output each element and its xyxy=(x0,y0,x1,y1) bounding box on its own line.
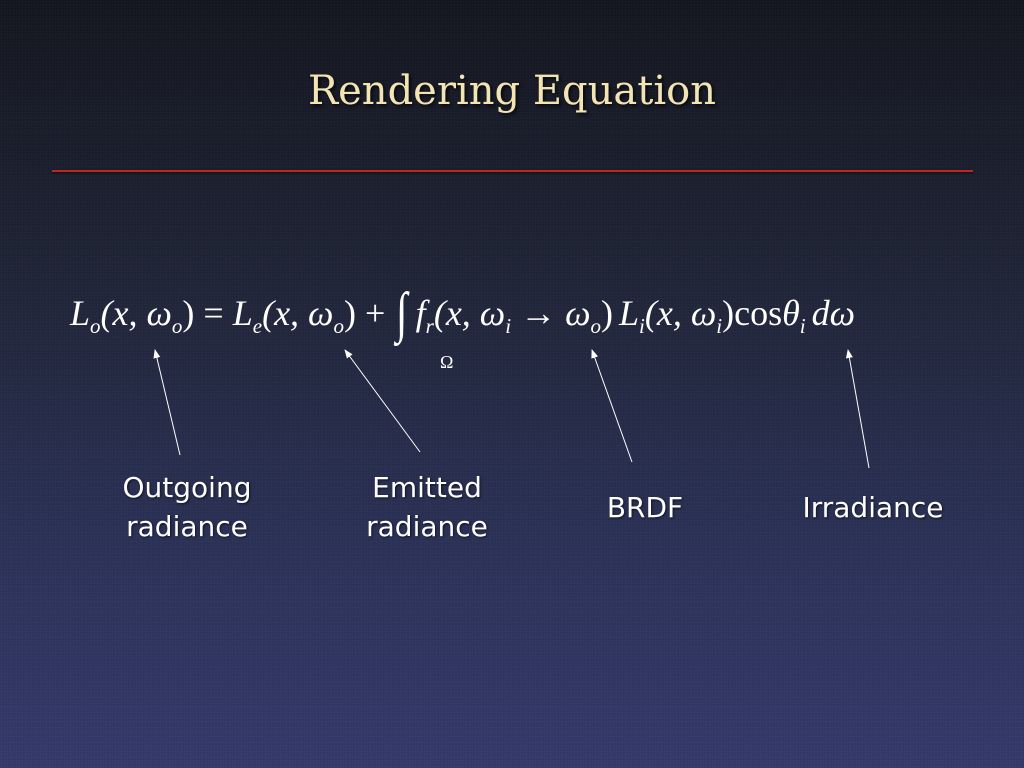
rendering-equation: Lo(x, ωo) = Le(x, ωo) + ∫fr(x, ωi → ωo)L… xyxy=(70,282,856,344)
eq-args-3: (x, ωi → ωo) xyxy=(433,293,613,338)
eq-L-outgoing: L xyxy=(70,293,91,333)
label-outgoing-radiance: Outgoing radiance xyxy=(122,471,252,543)
eq-sub-e: e xyxy=(252,314,263,338)
arrow-brdf xyxy=(591,349,633,463)
eq-L-incoming: L xyxy=(619,293,640,333)
arrow-irradiance xyxy=(845,349,870,469)
eq-sub-theta-i: i xyxy=(799,314,806,338)
eq-L-emitted: L xyxy=(232,293,253,333)
eq-args-4: (x, ωi) xyxy=(644,293,735,338)
eq-f-brdf: f xyxy=(415,293,426,333)
arrow-emitted xyxy=(344,349,421,453)
eq-cos: cos xyxy=(734,293,783,333)
eq-theta: θ xyxy=(782,293,800,333)
eq-equals: = xyxy=(194,293,233,333)
arrow-outgoing xyxy=(153,349,181,456)
eq-sub-r: r xyxy=(425,314,434,338)
label-emitted-radiance: Emitted radiance xyxy=(366,471,488,543)
eq-plus: + xyxy=(355,293,395,333)
eq-sub-i: i xyxy=(639,314,645,338)
eq-d-omega: dω xyxy=(811,293,856,333)
label-brdf: BRDF xyxy=(606,491,684,524)
eq-sub-o: o xyxy=(90,314,101,338)
title-divider xyxy=(52,170,973,172)
eq-args-2: (x, ωo) xyxy=(262,293,356,338)
slide-title: Rendering Equation xyxy=(308,68,716,114)
label-irradiance: Irradiance xyxy=(802,491,944,524)
eq-args-1: (x, ωo) xyxy=(100,293,195,338)
integral-domain: Ω xyxy=(440,352,454,372)
